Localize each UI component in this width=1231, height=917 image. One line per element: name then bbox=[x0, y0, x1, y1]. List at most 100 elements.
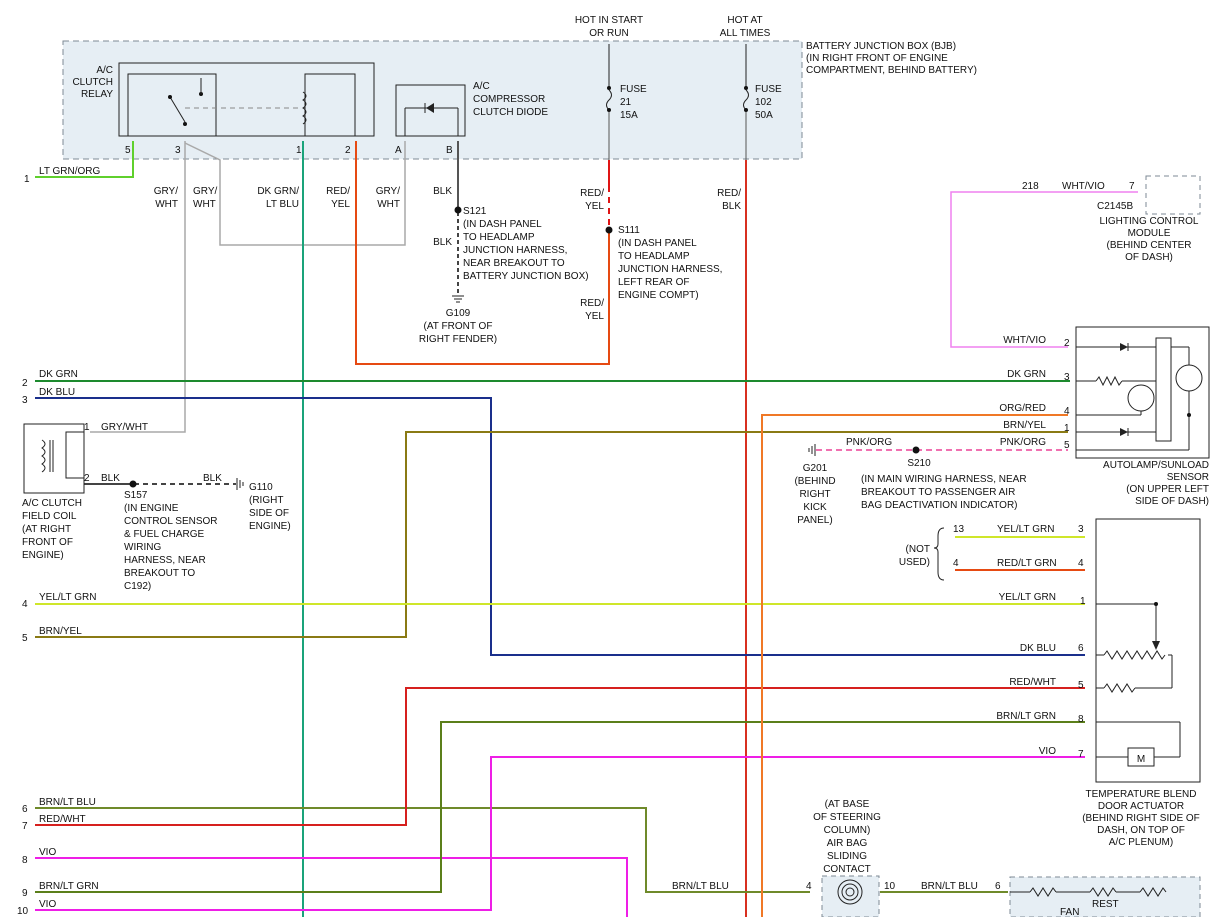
svg-text:SLIDING: SLIDING bbox=[827, 851, 867, 862]
svg-text:(IN RIGHT FRONT OF ENGINE: (IN RIGHT FRONT OF ENGINE bbox=[806, 53, 948, 64]
svg-text:DK BLU: DK BLU bbox=[1020, 643, 1056, 654]
svg-text:C192): C192) bbox=[124, 581, 151, 592]
svg-text:(IN DASH PANEL: (IN DASH PANEL bbox=[618, 238, 697, 249]
svg-text:1: 1 bbox=[1080, 596, 1086, 607]
splice-s111-label: S111 (IN DASH PANEL TO HEADLAMP JUNCTION… bbox=[618, 225, 722, 301]
svg-text:FIELD COIL: FIELD COIL bbox=[22, 511, 77, 522]
svg-text:3: 3 bbox=[1064, 372, 1070, 383]
svg-text:DASH, ON TOP OF: DASH, ON TOP OF bbox=[1097, 825, 1185, 836]
svg-text:CLUTCH DIODE: CLUTCH DIODE bbox=[473, 107, 548, 118]
svg-text:(BEHIND RIGHT SIDE OF: (BEHIND RIGHT SIDE OF bbox=[1082, 813, 1200, 824]
svg-text:C2145B: C2145B bbox=[1097, 201, 1133, 212]
svg-text:YEL/LT GRN: YEL/LT GRN bbox=[39, 592, 96, 603]
svg-text:1: 1 bbox=[84, 422, 90, 433]
wire-vio-8 bbox=[35, 857, 628, 917]
svg-text:A/C PLENUM): A/C PLENUM) bbox=[1109, 837, 1173, 848]
clutch-coil-label: A/C CLUTCH FIELD COIL (AT RIGHT FRONT OF… bbox=[22, 498, 82, 561]
fuse-21: FUSE 21 15A bbox=[606, 44, 647, 121]
ground-g110-label: G110 (RIGHT SIDE OF ENGINE) bbox=[249, 482, 291, 532]
svg-text:6: 6 bbox=[22, 804, 28, 815]
svg-text:AUTOLAMP/SUNLOAD: AUTOLAMP/SUNLOAD bbox=[1103, 460, 1209, 471]
svg-text:& FUEL CHARGE: & FUEL CHARGE bbox=[124, 529, 205, 540]
autolamp-sunload-sensor bbox=[1075, 326, 1210, 459]
svg-text:OR RUN: OR RUN bbox=[589, 28, 628, 39]
svg-text:10: 10 bbox=[17, 906, 29, 917]
svg-text:15A: 15A bbox=[620, 110, 638, 121]
svg-text:7: 7 bbox=[1129, 181, 1135, 192]
svg-text:BATTERY JUNCTION BOX (BJB): BATTERY JUNCTION BOX (BJB) bbox=[806, 41, 956, 52]
svg-text:YEL: YEL bbox=[585, 311, 604, 322]
svg-text:MODULE: MODULE bbox=[1128, 228, 1171, 239]
svg-text:REST: REST bbox=[1092, 899, 1119, 910]
lighting-module-wire-labels: 218 WHT/VIO 7 C2145B bbox=[1022, 181, 1135, 212]
svg-text:GRY/: GRY/ bbox=[193, 186, 217, 197]
svg-text:SIDE OF DASH): SIDE OF DASH) bbox=[1135, 496, 1209, 507]
svg-text:DOOR ACTUATOR: DOOR ACTUATOR bbox=[1098, 801, 1184, 812]
svg-text:S121: S121 bbox=[463, 206, 487, 217]
svg-text:FUSE: FUSE bbox=[755, 84, 782, 95]
svg-text:BRN/YEL: BRN/YEL bbox=[1003, 420, 1046, 431]
svg-text:(IN ENGINE: (IN ENGINE bbox=[124, 503, 179, 514]
svg-text:7: 7 bbox=[22, 821, 28, 832]
svg-text:2: 2 bbox=[84, 473, 90, 484]
svg-text:COMPARTMENT, BEHIND BATTERY): COMPARTMENT, BEHIND BATTERY) bbox=[806, 65, 977, 76]
ground-g201-icon bbox=[808, 444, 816, 456]
svg-text:(IN DASH PANEL: (IN DASH PANEL bbox=[463, 219, 542, 230]
svg-text:PNK/ORG: PNK/ORG bbox=[846, 437, 892, 448]
svg-text:RED/WHT: RED/WHT bbox=[39, 814, 86, 825]
svg-text:AIR BAG: AIR BAG bbox=[827, 838, 868, 849]
svg-text:VIO: VIO bbox=[1039, 746, 1056, 757]
svg-text:RED/WHT: RED/WHT bbox=[1009, 677, 1056, 688]
svg-text:TO HEADLAMP: TO HEADLAMP bbox=[618, 251, 690, 262]
hot-in-start-label: HOT IN START OR RUN bbox=[575, 15, 643, 39]
svg-text:10: 10 bbox=[884, 881, 896, 892]
svg-text:OF DASH): OF DASH) bbox=[1125, 252, 1173, 263]
svg-text:9: 9 bbox=[22, 888, 28, 899]
battery-junction-box bbox=[62, 40, 803, 160]
svg-text:WHT/VIO: WHT/VIO bbox=[1062, 181, 1105, 192]
svg-text:G110: G110 bbox=[249, 482, 273, 493]
svg-text:FUSE: FUSE bbox=[620, 84, 647, 95]
wires bbox=[35, 112, 1138, 917]
svg-text:1: 1 bbox=[24, 174, 30, 185]
autolamp-pin-labels: WHT/VIO 2 DK GRN 3 ORG/RED 4 BRN/YEL 1 P… bbox=[846, 335, 1070, 451]
ac-clutch-field-coil: 1 GRY/WHT 2 BLK BLK bbox=[23, 422, 222, 494]
svg-text:GRY/WHT: GRY/WHT bbox=[101, 422, 148, 433]
svg-text:HARNESS, NEAR: HARNESS, NEAR bbox=[124, 555, 206, 566]
svg-text:RIGHT FENDER): RIGHT FENDER) bbox=[419, 334, 497, 345]
relay-label: A/C CLUTCH RELAY bbox=[72, 65, 113, 100]
air-bag-sliding-contact: 4 10 BRN/LT BLU BRN/LT BLU 6 bbox=[672, 875, 1001, 917]
ac-compressor-clutch-diode bbox=[395, 84, 466, 137]
svg-text:(AT BASE: (AT BASE bbox=[825, 799, 870, 810]
svg-text:GRY/: GRY/ bbox=[376, 186, 400, 197]
lighting-control-module bbox=[1145, 175, 1201, 215]
ground-g109-icon bbox=[452, 295, 464, 303]
svg-text:YEL/LT GRN: YEL/LT GRN bbox=[999, 592, 1056, 603]
splice-dots bbox=[129, 206, 920, 488]
svg-text:(IN MAIN WIRING HARNESS, NEAR: (IN MAIN WIRING HARNESS, NEAR bbox=[861, 474, 1027, 485]
svg-text:A/C CLUTCH: A/C CLUTCH bbox=[22, 498, 82, 509]
svg-text:5: 5 bbox=[1078, 680, 1084, 691]
bjb-label: BATTERY JUNCTION BOX (BJB) (IN RIGHT FRO… bbox=[806, 41, 977, 76]
svg-text:YEL: YEL bbox=[331, 199, 350, 210]
svg-text:BLK: BLK bbox=[101, 473, 120, 484]
svg-text:VIO: VIO bbox=[39, 899, 56, 910]
svg-text:RED/: RED/ bbox=[326, 186, 350, 197]
diode-pin-a: A bbox=[395, 145, 402, 156]
wire-org-red bbox=[761, 414, 1068, 917]
diode-pin-b: B bbox=[446, 145, 453, 156]
svg-text:2: 2 bbox=[22, 378, 28, 389]
svg-text:PANEL): PANEL) bbox=[797, 515, 832, 526]
svg-text:ENGINE): ENGINE) bbox=[249, 521, 291, 532]
svg-text:FAN: FAN bbox=[1060, 907, 1079, 917]
svg-text:5: 5 bbox=[1064, 440, 1070, 451]
svg-text:DK GRN/: DK GRN/ bbox=[257, 186, 299, 197]
fuse-102: FUSE 102 50A bbox=[743, 44, 782, 121]
svg-text:5: 5 bbox=[22, 633, 28, 644]
wire-lt-grn-org bbox=[35, 141, 134, 178]
svg-text:BRN/YEL: BRN/YEL bbox=[39, 626, 82, 637]
clockspring-label: (AT BASE OF STEERING COLUMN) AIR BAG SLI… bbox=[813, 799, 881, 875]
wire-dk-blu bbox=[35, 397, 1085, 656]
svg-text:VIO: VIO bbox=[39, 847, 56, 858]
ground-g201-label: G201 (BEHIND RIGHT KICK PANEL) bbox=[794, 463, 835, 526]
